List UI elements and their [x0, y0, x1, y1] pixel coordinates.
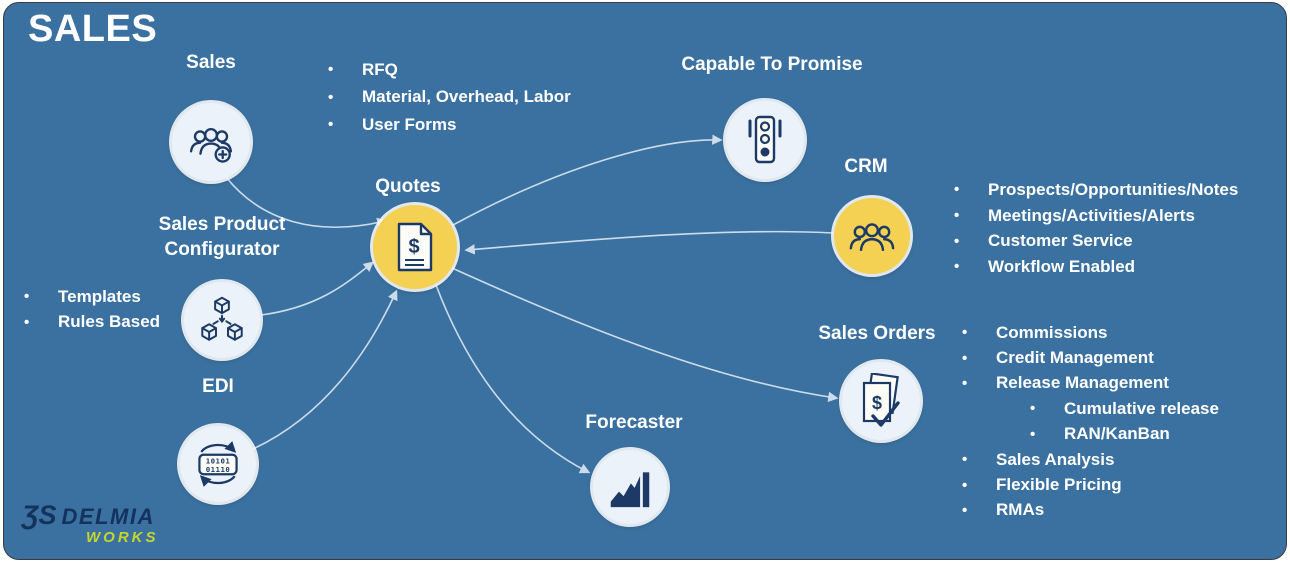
- sales-orders-node: $: [842, 362, 920, 440]
- bullet-icon: •: [328, 116, 334, 134]
- bullet-icon: •: [954, 232, 960, 250]
- bullet-icon: •: [962, 374, 968, 392]
- list-item: • RMAs: [962, 498, 1219, 523]
- delmia-works-logo: ƷS DELMIA WORKS: [22, 500, 159, 547]
- forecaster-node: [593, 450, 667, 524]
- list-item-label: RFQ: [362, 59, 398, 79]
- edi-node: 10101 01110: [180, 426, 256, 502]
- works-product-text: WORKS: [86, 529, 159, 546]
- 3ds-logo-glyph: ƷS: [22, 500, 57, 530]
- bullet-icon: •: [328, 61, 334, 79]
- configurator-feature-list: • Templates • Rules Based: [24, 284, 160, 335]
- forecaster-label: Forecaster: [585, 412, 683, 433]
- list-item-label: Material, Overhead, Labor: [362, 87, 571, 107]
- list-item-label: Commissions: [996, 322, 1108, 342]
- list-item-label: RAN/KanBan: [1064, 424, 1170, 444]
- dollar-symbol: $: [408, 236, 419, 258]
- list-item: • RFQ: [328, 56, 571, 84]
- list-item-label: Cumulative release: [1064, 398, 1219, 418]
- growth-chart-icon: [610, 472, 650, 508]
- list-subitem: • Cumulative release: [1030, 396, 1219, 421]
- list-item-label: Prospects/Opportunities/Notes: [988, 179, 1239, 199]
- crm-people-icon: [849, 223, 895, 252]
- bullet-icon: •: [962, 501, 968, 519]
- list-item: • Meetings/Activities/Alerts: [954, 203, 1238, 229]
- bullet-icon: •: [24, 288, 30, 306]
- edi-label: EDI: [202, 376, 234, 397]
- crm-label: CRM: [844, 156, 888, 177]
- list-item-label: Meetings/Activities/Alerts: [988, 205, 1195, 225]
- list-item: • Material, Overhead, Labor: [328, 84, 571, 112]
- bullet-icon: •: [962, 349, 968, 367]
- quotes-label: Quotes: [375, 176, 441, 197]
- list-item-label: Flexible Pricing: [996, 475, 1122, 495]
- bullet-icon: •: [328, 88, 334, 106]
- bullet-icon: •: [1030, 400, 1036, 418]
- list-item: • Flexible Pricing: [962, 472, 1219, 497]
- quote-document-icon: $: [397, 222, 433, 272]
- crm-feature-list: • Prospects/Opportunities/Notes • Meetings…: [954, 177, 1238, 280]
- sales-node: [172, 103, 250, 181]
- list-item-label: RMAs: [996, 500, 1045, 520]
- bullet-icon: •: [954, 207, 960, 225]
- page-title: SALES: [28, 8, 158, 50]
- list-item-label: Release Management: [996, 373, 1169, 393]
- bullet-icon: •: [1030, 425, 1036, 443]
- list-item: • Customer Service: [954, 228, 1238, 254]
- dollar-symbol: $: [872, 393, 882, 413]
- list-item: • Sales Analysis: [962, 447, 1219, 472]
- list-item: • Commissions: [962, 320, 1219, 345]
- edi-digits-line2: 01110: [206, 465, 231, 474]
- capable-to-promise-node: [726, 101, 804, 179]
- sales-orders-feature-list: • Commissions • Credit Management • Release…: [962, 320, 1219, 523]
- list-item: • Release Management: [962, 371, 1219, 396]
- list-item-label: Sales Analysis: [996, 449, 1115, 469]
- list-item-label: Credit Management: [996, 348, 1154, 368]
- list-item-label: Customer Service: [988, 231, 1133, 251]
- cubes-assembly-icon: [201, 296, 243, 341]
- sales-people-icon: [189, 127, 233, 163]
- traffic-light-icon: [748, 115, 782, 164]
- capable-to-promise-label: Capable To Promise: [681, 54, 863, 75]
- order-document-check-icon: $: [862, 373, 900, 427]
- bullet-icon: •: [962, 324, 968, 342]
- list-subitem: • RAN/KanBan: [1030, 422, 1219, 447]
- edi-digits-line1: 10101: [206, 457, 231, 466]
- crm-node: [834, 198, 910, 274]
- list-item-label: Workflow Enabled: [988, 256, 1136, 276]
- configurator-label: Sales Product Configurator: [159, 212, 286, 262]
- quotes-feature-list: • RFQ • Material, Overhead, Labor • User Fo…: [328, 56, 571, 139]
- configurator-label-line1: Sales Product: [158, 214, 286, 235]
- configurator-label-line2: Configurator: [164, 239, 280, 260]
- bullet-icon: •: [954, 181, 960, 199]
- list-item-label: Templates: [58, 286, 141, 306]
- bullet-icon: •: [24, 313, 30, 331]
- list-item-label: User Forms: [362, 114, 457, 134]
- list-item: • User Forms: [328, 111, 571, 139]
- configurator-node: [184, 282, 260, 358]
- bullet-icon: •: [962, 451, 968, 469]
- sales-orders-label: Sales Orders: [818, 323, 936, 344]
- list-item: • Rules Based: [24, 310, 160, 336]
- list-item-label: Rules Based: [58, 312, 161, 332]
- bullet-icon: •: [954, 258, 960, 276]
- bullet-icon: •: [962, 476, 968, 494]
- quotes-node: $: [373, 205, 457, 289]
- list-item: • Prospects/Opportunities/Notes: [954, 177, 1238, 203]
- edi-data-exchange-icon: 10101 01110: [198, 441, 238, 487]
- list-item: • Credit Management: [962, 345, 1219, 370]
- delmia-brand-text: DELMIA: [61, 504, 155, 529]
- list-item: • Templates: [24, 284, 160, 310]
- sales-label: Sales: [186, 52, 236, 73]
- list-item: • Workflow Enabled: [954, 254, 1238, 280]
